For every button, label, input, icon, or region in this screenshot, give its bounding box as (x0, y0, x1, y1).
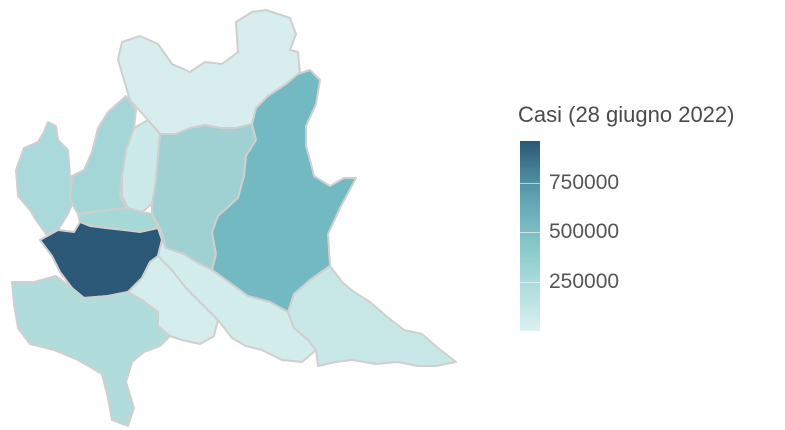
province-lecco (121, 119, 161, 213)
legend-tick-label: 500000 (549, 220, 620, 244)
legend-title: Casi (28 giugno 2022) (518, 102, 735, 127)
color-legend: Casi (28 giugno 2022) 750000 500000 250000 (518, 102, 735, 331)
legend-tick-label: 250000 (549, 269, 620, 293)
legend-tick-mark (520, 232, 540, 234)
province-varese (15, 121, 75, 235)
province-mantova (287, 265, 457, 367)
legend-tick-mark (520, 182, 540, 184)
legend-color-bar (520, 141, 540, 331)
lombardy-choropleth-map (11, 9, 457, 427)
legend-tick-mark (520, 281, 540, 283)
province-pavia (11, 275, 171, 427)
legend-tick-label: 750000 (549, 170, 620, 194)
